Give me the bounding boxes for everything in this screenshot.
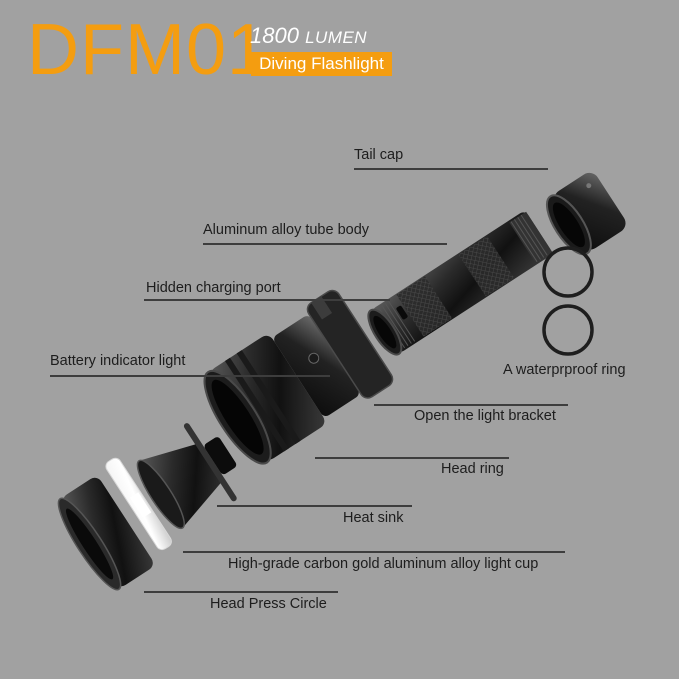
- callout-battery-indicator-leader: [50, 375, 330, 377]
- callout-head-press-circle-label: Head Press Circle: [210, 596, 327, 612]
- callout-charging-port-leader: [144, 299, 390, 301]
- callout-tail-cap-leader: [354, 168, 548, 170]
- callout-light-cup-leader: [183, 551, 565, 553]
- callout-heat-sink-label: Heat sink: [343, 510, 404, 526]
- callout-head-press-circle-leader: [144, 591, 338, 593]
- callout-battery-indicator-label: Battery indicator light: [50, 353, 186, 369]
- lumen-unit: LUMEN: [305, 28, 368, 47]
- callout-tube-body-label: Aluminum alloy tube body: [203, 222, 370, 238]
- callout-heat-sink-leader: [217, 505, 412, 507]
- lumen-value: 1800: [250, 23, 299, 48]
- lumen-rating: 1800 LUMEN: [250, 24, 367, 50]
- callout-light-bracket-leader: [374, 404, 568, 406]
- callout-light-bracket-label: Open the light bracket: [414, 408, 556, 424]
- product-type-badge: Diving Flashlight: [251, 52, 392, 76]
- battery-indicator-led: [308, 352, 320, 364]
- heat-sink-part: [136, 423, 237, 530]
- callout-head-ring-label: Head ring: [441, 461, 504, 477]
- o-ring-lower: [542, 304, 594, 356]
- tube-body-part: [367, 211, 553, 356]
- callout-light-cup-label: High-grade carbon gold aluminum alloy li…: [228, 556, 539, 572]
- callout-tail-cap-label: Tail cap: [354, 147, 404, 163]
- tail-cap-part: [545, 172, 626, 256]
- model-title: DFM01: [27, 10, 269, 90]
- lens-part: [105, 457, 172, 551]
- callout-head-ring-leader: [315, 457, 509, 459]
- callout-charging-port-label: Hidden charging port: [146, 280, 281, 296]
- o-ring-upper: [542, 246, 594, 298]
- callout-waterproof-ring-label: A waterprproof ring: [503, 362, 626, 378]
- head-press-circle-part: [57, 477, 153, 591]
- callout-tube-body-leader: [203, 243, 447, 245]
- head-part: [203, 289, 394, 465]
